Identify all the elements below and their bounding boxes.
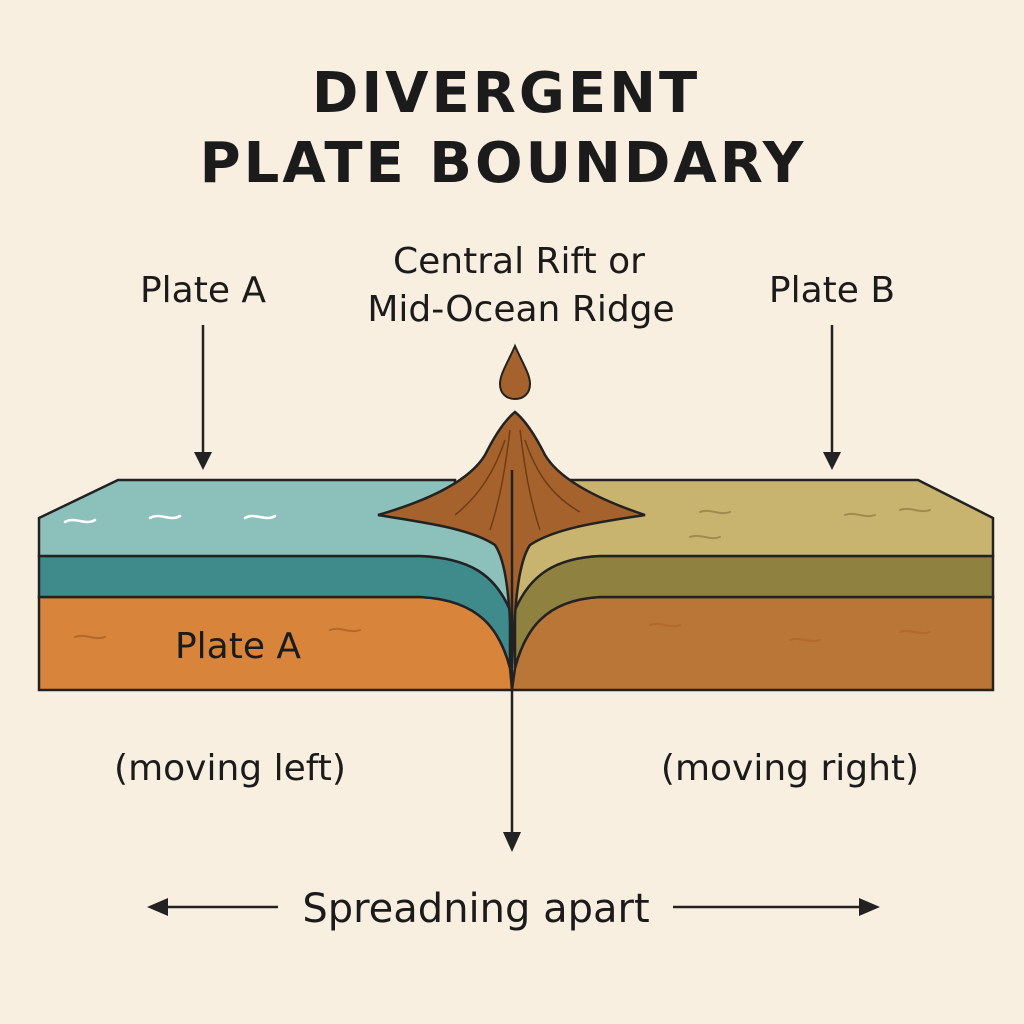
water-ripples	[63, 514, 277, 524]
plate-a-body-label: Plate A	[175, 626, 301, 667]
plate-a-pointer-arrow	[194, 325, 212, 470]
moving-right-label: (moving right)	[661, 748, 919, 789]
spreading-right-arrow	[673, 898, 880, 916]
rift-label-line-1: Central Rift or	[393, 241, 645, 282]
mantle-texture	[74, 622, 931, 643]
title-line-1: DIVERGENT	[312, 61, 700, 126]
plate-b-pointer-arrow	[823, 325, 841, 470]
rift-label-line-2: Mid-Ocean Ridge	[367, 289, 674, 330]
magma-droplet	[498, 343, 532, 401]
moving-left-label: (moving left)	[114, 748, 346, 789]
land-texture	[689, 507, 931, 540]
spreading-left-arrow	[147, 898, 278, 916]
plate-a-top-label: Plate A	[140, 270, 266, 311]
plate-b-top-label: Plate B	[769, 270, 895, 311]
ridge-texture	[454, 429, 581, 531]
spreading-apart-label: Spreadning apart	[302, 886, 649, 932]
title-line-2: PLATE BOUNDARY	[200, 131, 807, 196]
center-down-arrow	[503, 470, 521, 852]
